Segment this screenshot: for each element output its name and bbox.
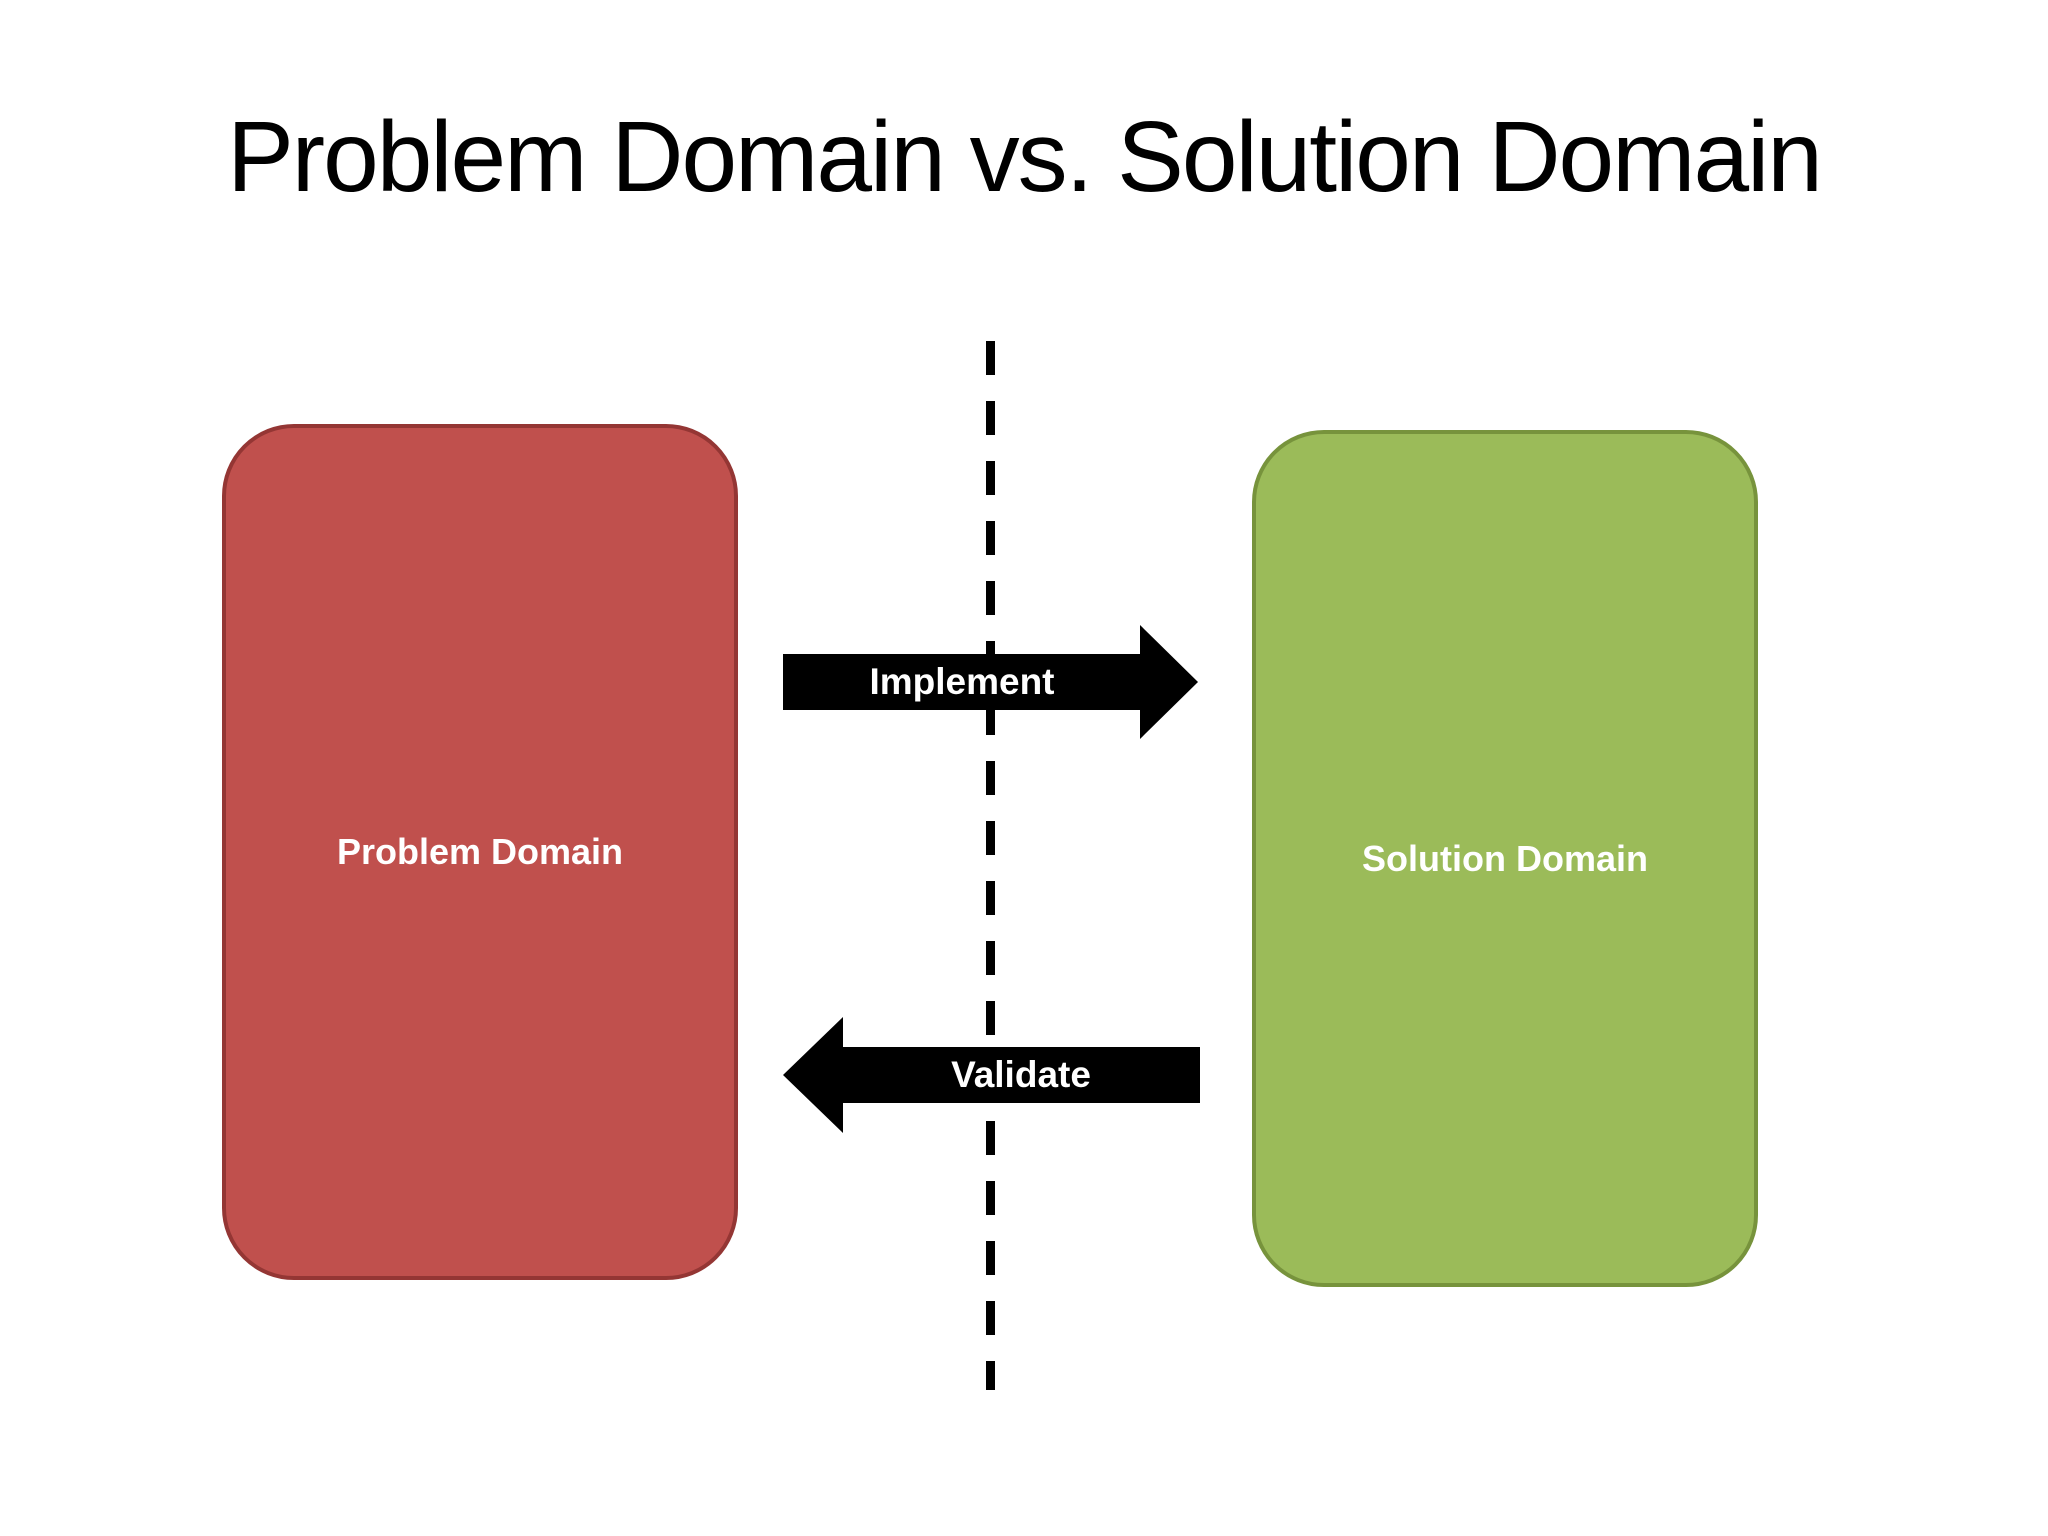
implement-arrow-label: Implement <box>869 661 1055 702</box>
right-arrowhead-icon <box>1140 625 1198 739</box>
implement-arrow-body: Implement <box>783 654 1141 710</box>
validate-arrow: Validate <box>783 1017 1200 1133</box>
solution-domain-label: Solution Domain <box>1362 837 1648 879</box>
validate-arrow-label: Validate <box>951 1054 1091 1095</box>
implement-arrow: Implement <box>783 625 1198 740</box>
problem-domain-box: Problem Domain <box>222 424 738 1280</box>
problem-domain-label: Problem Domain <box>336 831 624 872</box>
left-arrowhead-icon <box>783 1017 843 1133</box>
slide-title: Problem Domain vs. Solution Domain <box>227 101 1823 213</box>
dashed-divider-line <box>986 341 995 1390</box>
validate-arrow-body: Validate <box>842 1047 1200 1103</box>
solution-domain-box: Solution Domain <box>1252 430 1758 1287</box>
